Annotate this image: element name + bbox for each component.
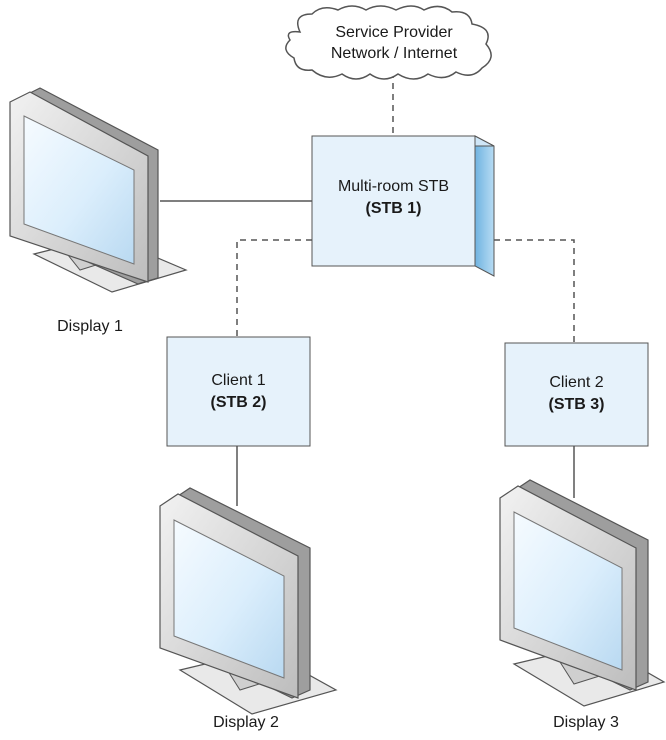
- display2-screen: [173, 519, 285, 679]
- stb-front-face: [311, 135, 476, 267]
- cloud-label-line2: Network / Internet: [330, 45, 458, 62]
- connectors: [160, 72, 575, 506]
- client2-label-line2: (STB 3): [548, 396, 605, 413]
- multiroom-stb-box: [311, 135, 495, 277]
- client2-box: [504, 342, 649, 447]
- stb-to-client1-link: [236, 239, 312, 337]
- display1-monitor: [9, 87, 188, 293]
- stb-to-client2-link: [494, 239, 575, 343]
- stb-label-line1: Multi-room STB: [337, 178, 450, 195]
- display2-monitor: [159, 487, 338, 715]
- display3-label: Display 3: [553, 714, 619, 731]
- client1-label-line2: (STB 2): [210, 394, 267, 411]
- client2-label-line1: Client 2: [549, 374, 604, 391]
- client1-box: [166, 336, 311, 447]
- cloud-label-line1: Service Provider: [335, 24, 453, 41]
- display3-monitor: [499, 479, 666, 707]
- stb-side-face: [474, 135, 495, 277]
- display2-label: Display 2: [213, 714, 279, 731]
- display1-screen: [23, 115, 135, 265]
- display3-screen: [513, 511, 623, 671]
- cloud-shape: [285, 5, 492, 80]
- client1-label-line1: Client 1: [211, 372, 266, 389]
- stb-label-line2: (STB 1): [365, 200, 422, 217]
- display1-label: Display 1: [57, 318, 123, 335]
